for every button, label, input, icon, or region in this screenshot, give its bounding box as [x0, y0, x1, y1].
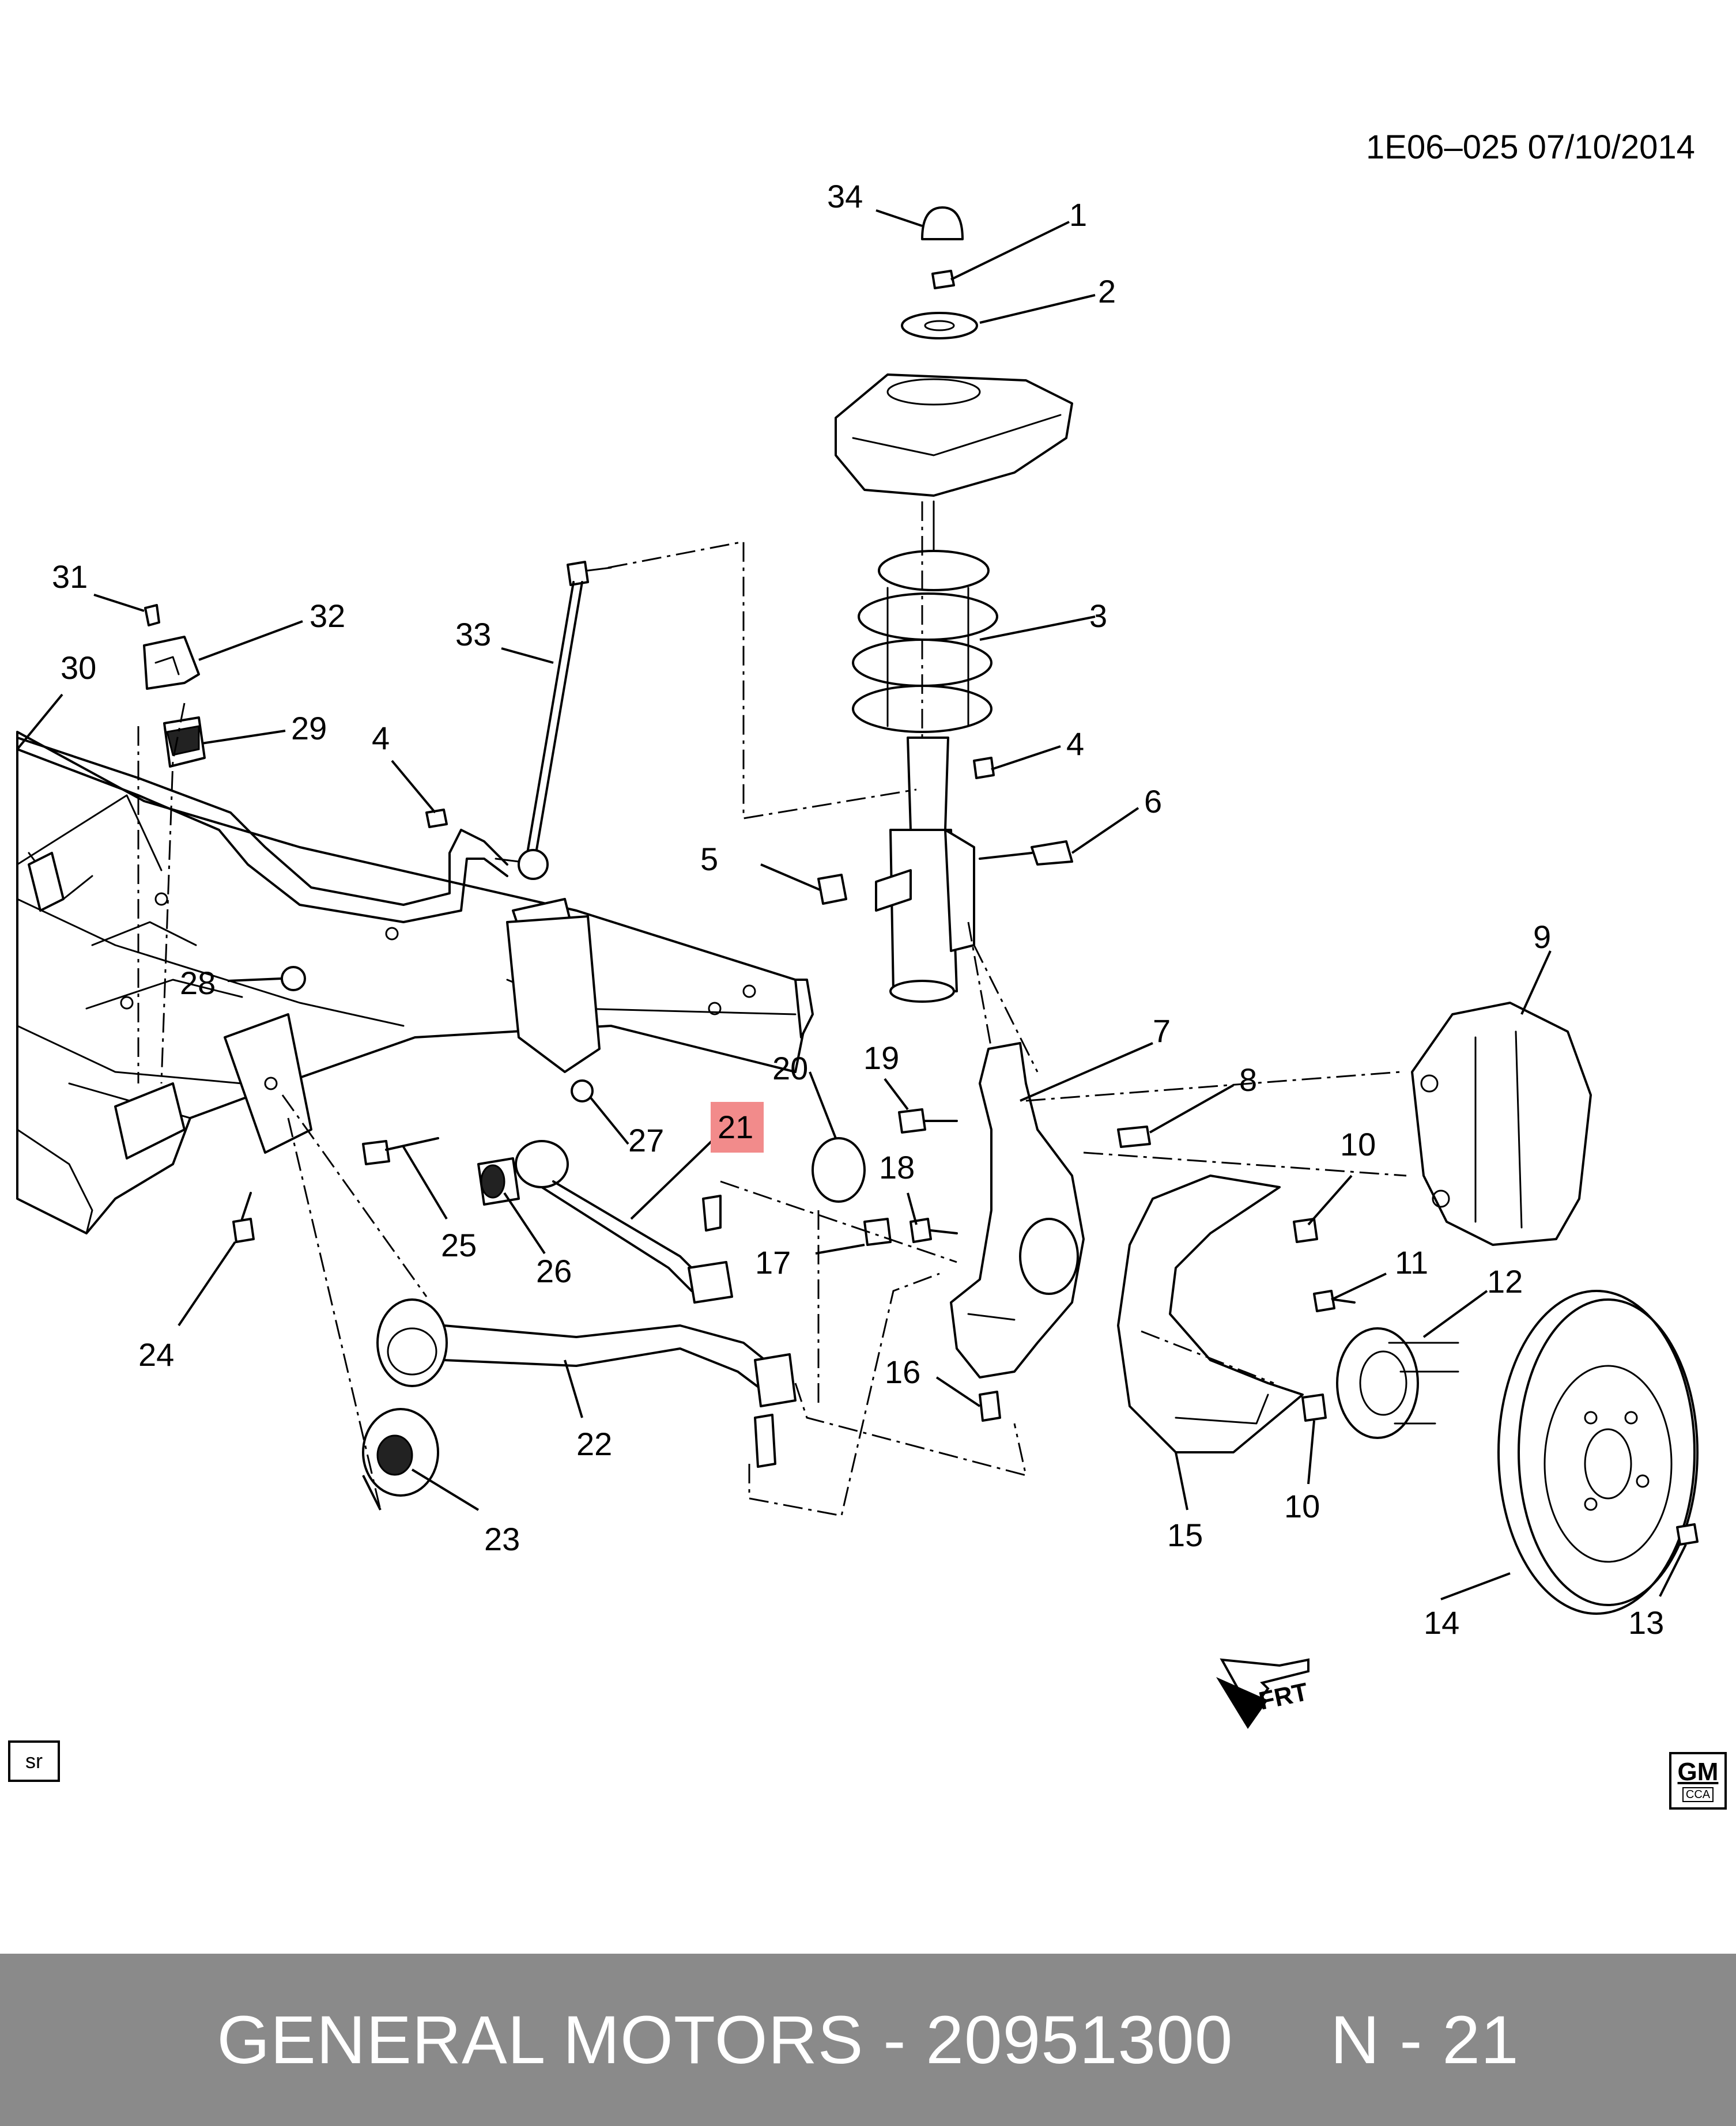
- front-cradle-frame: [16, 731, 814, 1234]
- callout-4-link: 4: [372, 720, 390, 756]
- callout-6: 6: [1144, 783, 1162, 820]
- callout-26: 26: [536, 1253, 572, 1289]
- callout-15: 15: [1167, 1517, 1203, 1553]
- lower-control-arm-22: [376, 1298, 797, 1468]
- bolt-19: [898, 1108, 958, 1134]
- callout-7: 7: [1153, 1013, 1171, 1049]
- callout-4-strut: 4: [1066, 726, 1084, 762]
- front-direction-arrow-icon: FRT: [1216, 1658, 1311, 1729]
- strut-nut-5: [817, 874, 847, 905]
- brake-shield-15: [1117, 1175, 1304, 1453]
- callout-25: 25: [441, 1227, 477, 1263]
- callout-3: 3: [1089, 598, 1107, 634]
- gm-logo-cca: CCA: [1682, 1787, 1714, 1802]
- callout-34: 34: [827, 178, 863, 214]
- brake-rotor-14: [1497, 1290, 1699, 1615]
- steering-knuckle-7: [950, 1042, 1085, 1422]
- bolt-10-upper: [1293, 1218, 1318, 1243]
- callout-9: 9: [1533, 919, 1551, 955]
- callout-18: 18: [879, 1149, 915, 1185]
- callout-10-lower: 10: [1284, 1488, 1320, 1524]
- strut-body: [875, 737, 975, 1003]
- hub-bolt-11: [1313, 1290, 1356, 1312]
- gm-logo-text: GM: [1677, 1758, 1719, 1786]
- callout-2: 2: [1098, 273, 1116, 309]
- callout-27: 27: [628, 1122, 664, 1158]
- callout-24: 24: [138, 1336, 174, 1373]
- brake-caliper-9: [1411, 1002, 1592, 1246]
- wheel-hub-12: [1336, 1327, 1459, 1439]
- bolt-18: [909, 1218, 958, 1243]
- assembly-lines: [137, 501, 1407, 1517]
- bushing-26: [477, 1157, 520, 1206]
- stabilizer-link-33: [495, 561, 612, 880]
- nut-4-link: [425, 809, 448, 828]
- strut-washer-2: [901, 312, 978, 339]
- bolt-25: [362, 1137, 439, 1165]
- callout-21: 21: [718, 1109, 753, 1145]
- stabilizer-clamp-32: [143, 636, 200, 690]
- callout-32: 32: [310, 598, 345, 634]
- bushing-28: [281, 966, 306, 991]
- snap-ring-20: [812, 1137, 866, 1203]
- stabilizer-bushing-29: [163, 716, 206, 768]
- nut-17: [863, 1218, 892, 1246]
- footer-part-info: GENERAL MOTORS - 20951300 N - 21: [217, 2002, 1519, 2078]
- callout-16: 16: [885, 1354, 920, 1390]
- callout-8: 8: [1239, 1062, 1257, 1098]
- callout-31: 31: [52, 558, 88, 595]
- callout-33: 33: [455, 616, 491, 652]
- callout-14: 14: [1424, 1604, 1459, 1641]
- rotor-screw-13: [1676, 1523, 1699, 1546]
- callout-5: 5: [700, 841, 718, 877]
- callout-19: 19: [863, 1040, 899, 1076]
- gm-logo: GM CCA: [1669, 1752, 1727, 1810]
- callout-10-upper: 10: [1340, 1126, 1376, 1162]
- callout-12: 12: [1487, 1263, 1523, 1300]
- callout-22: 22: [576, 1426, 612, 1462]
- callout-20: 20: [772, 1050, 808, 1086]
- knuckle-bolt-8: [1117, 1126, 1151, 1148]
- callout-28: 28: [180, 965, 216, 1001]
- callout-21-highlight: [711, 1102, 764, 1153]
- leader-lines: [16, 209, 1687, 1600]
- lower-control-arm-21: [515, 1140, 733, 1304]
- callout-30: 30: [61, 649, 96, 686]
- callout-29: 29: [291, 710, 327, 746]
- suspension-exploded-diagram: 34 1 2 3 4 6 5 31 32 30 29 33 4 9 7 8 28…: [16, 178, 1699, 1641]
- callout-23: 23: [484, 1521, 520, 1557]
- callout-11: 11: [1395, 1244, 1428, 1281]
- callout-labels: 34 1 2 3 4 6 5 31 32 30 29 33 4 9 7 8 28…: [52, 178, 1664, 1641]
- coil-spring-3: [852, 500, 998, 733]
- callout-1: 1: [1069, 197, 1087, 233]
- bushing-27: [571, 1079, 594, 1102]
- strut-bolt-6: [979, 840, 1073, 866]
- strut-cap-34: [921, 206, 964, 240]
- sr-badge: sr: [8, 1740, 60, 1782]
- diagram-reference-code: 1E06–025 07/10/2014: [1366, 129, 1695, 166]
- clamp-bolt-31: [144, 604, 160, 626]
- callout-17: 17: [755, 1244, 791, 1281]
- nut-4-strut: [973, 757, 995, 779]
- bolt-10-lower: [1301, 1394, 1327, 1422]
- strut-nut-1: [931, 270, 955, 289]
- footer-banner: GENERAL MOTORS - 20951300 N - 21: [0, 1954, 1736, 2126]
- callout-13: 13: [1628, 1604, 1664, 1641]
- strut-mount: [835, 373, 1073, 497]
- stabilizer-bar: [16, 737, 508, 923]
- bolt-24: [232, 1192, 255, 1243]
